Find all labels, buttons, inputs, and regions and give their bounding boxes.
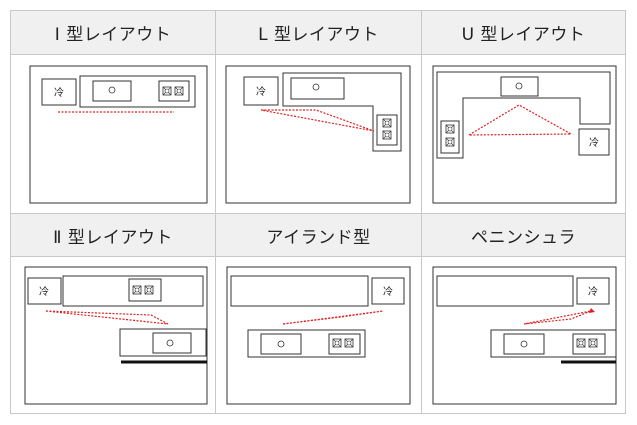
work-triangle <box>468 104 574 136</box>
fridge-label: 冷 <box>256 85 266 98</box>
fridge-label: 冷 <box>39 285 49 298</box>
stove-icon <box>158 80 190 102</box>
header-ii-layout: Ⅱ 型レイアウト <box>11 213 215 257</box>
header-island-layout: アイランド型 <box>216 213 421 257</box>
stove-icon <box>328 333 361 355</box>
header-peninsula-layout: ペニンシュラ <box>422 213 625 257</box>
fridge-label: 冷 <box>588 285 598 298</box>
stove-icon <box>376 114 398 146</box>
header-i-layout: I 型レイアウト <box>11 11 215 55</box>
fridge-label: 冷 <box>383 285 393 298</box>
diagram-ii-layout: 冷 <box>24 266 208 405</box>
work-triangle <box>260 109 375 132</box>
diagram-peninsula-layout: 冷 <box>432 266 617 405</box>
header-u-layout: U 型レイアウト <box>422 11 625 55</box>
diagram-i-layout: 冷 <box>29 65 208 204</box>
header-label: L 型レイアウト <box>258 25 379 45</box>
layouts-diagram: 冷 冷 <box>24 65 617 405</box>
header-label: Ⅱ 型レイアウト <box>53 227 173 248</box>
header-label: I 型レイアウト <box>54 25 172 45</box>
fridge-label: 冷 <box>589 136 599 149</box>
stove-icon <box>440 120 460 154</box>
work-triangle <box>282 310 384 325</box>
fridge-box <box>243 76 279 106</box>
fridge-box <box>41 78 77 106</box>
fridge-box <box>27 277 62 305</box>
counter <box>436 71 611 159</box>
diagram-island-layout: 冷 <box>226 266 411 405</box>
diagram-u-layout: 冷 <box>432 65 617 204</box>
header-label: U 型レイアウト <box>461 25 586 45</box>
work-triangle <box>523 310 592 325</box>
fridge-label: 冷 <box>54 86 64 99</box>
counter-top <box>436 275 574 307</box>
header-label: ペニンシュラ <box>471 227 576 248</box>
fridge-box <box>578 128 610 156</box>
header-label: アイランド型 <box>266 227 371 248</box>
counter-top <box>230 275 369 307</box>
work-triangle <box>45 310 169 325</box>
diagram-l-layout: 冷 <box>225 65 411 204</box>
fridge-box <box>576 277 610 305</box>
fridge-box <box>371 277 405 305</box>
header-l-layout: L 型レイアウト <box>216 11 421 55</box>
layout-table: I 型レイアウト L 型レイアウト U 型レイアウト Ⅱ 型レイアウト アイラン… <box>10 10 626 414</box>
